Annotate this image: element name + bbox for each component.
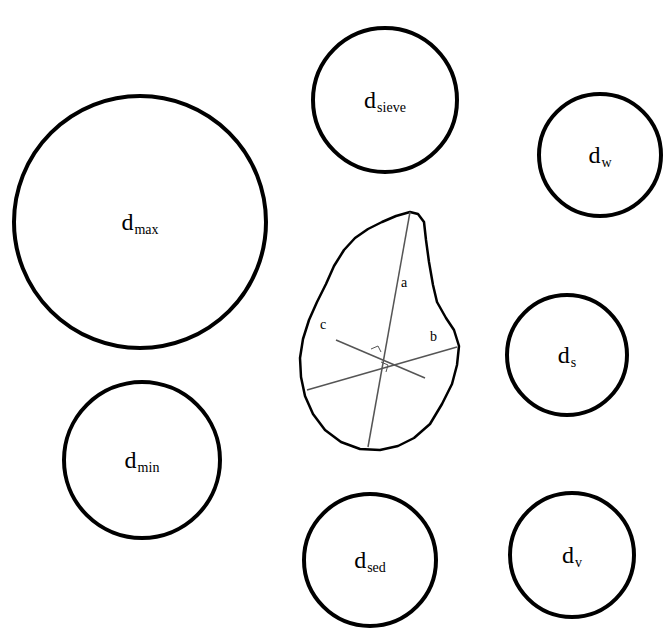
symbol-subscript: sed — [367, 561, 386, 575]
circle-label: dmax — [12, 94, 268, 350]
circle-label: dmin — [62, 380, 222, 540]
circle-shape — [64, 382, 220, 538]
axis-c — [336, 340, 425, 378]
size-circle: dw — [537, 92, 663, 218]
circle-shape — [313, 28, 457, 172]
circle-outline — [302, 492, 438, 628]
size-circle: dsed — [302, 492, 438, 628]
size-circle: dmax — [12, 94, 268, 350]
particle-outline — [300, 212, 459, 450]
size-circle: dv — [508, 491, 636, 619]
symbol-letter: d — [354, 548, 366, 572]
symbol-letter: d — [588, 143, 600, 167]
circle-shape — [507, 295, 627, 415]
symbol-subscript: s — [571, 356, 576, 370]
symbol-subscript: min — [138, 461, 160, 475]
right-angle-mark — [371, 346, 381, 352]
circle-outline — [62, 380, 222, 540]
axis-a — [368, 212, 410, 447]
circle-shape — [510, 493, 634, 617]
circle-shape — [539, 94, 661, 216]
axis-b — [307, 347, 457, 390]
axis-label: b — [430, 330, 437, 344]
axis-label: c — [320, 318, 326, 332]
circle-outline — [311, 26, 459, 174]
circle-shape — [304, 494, 436, 626]
axis-label: a — [401, 276, 407, 290]
circle-label: dsed — [302, 492, 438, 628]
symbol-subscript: v — [575, 556, 582, 570]
size-circle: dmin — [62, 380, 222, 540]
right-angle-mark — [381, 362, 388, 372]
symbol-subscript: w — [601, 156, 611, 170]
symbol-letter: d — [121, 210, 133, 234]
symbol-letter: d — [125, 448, 137, 472]
circle-outline — [12, 94, 268, 350]
circle-label: ds — [505, 293, 629, 417]
circle-label: dv — [508, 491, 636, 619]
symbol-letter: d — [364, 88, 376, 112]
size-circle: ds — [505, 293, 629, 417]
symbol-letter: d — [562, 543, 574, 567]
symbol-subscript: sieve — [377, 101, 406, 115]
circle-shape — [14, 96, 266, 348]
circle-label: dw — [537, 92, 663, 218]
symbol-subscript: max — [134, 223, 158, 237]
circle-label: dsieve — [311, 26, 459, 174]
size-circle: dsieve — [311, 26, 459, 174]
symbol-letter: d — [558, 343, 570, 367]
